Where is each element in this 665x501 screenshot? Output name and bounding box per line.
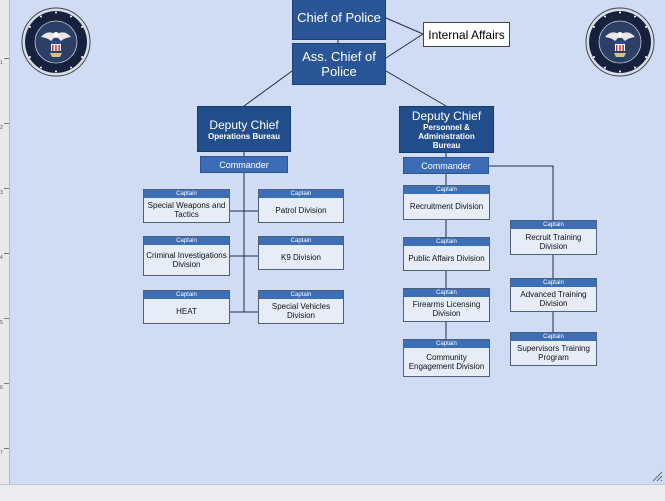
ruler-tick — [4, 383, 9, 384]
ruler-number: 3 — [0, 190, 3, 196]
unit-name: Community Engagement Division — [408, 353, 485, 371]
captain-header: Captain — [511, 333, 596, 341]
connector — [385, 17, 424, 35]
captain-header: Captain — [404, 289, 489, 297]
unit-name: Advanced Training Division — [520, 290, 587, 308]
ruler-tick — [4, 123, 9, 124]
unit-name: HEAT — [176, 306, 197, 316]
deputy-chief-personnel-bureau: Personnel & Administration Bureau — [418, 123, 475, 150]
internal-affairs-box[interactable]: Internal Affairs — [423, 22, 510, 47]
commander-personnel-label: Commander — [421, 160, 471, 171]
ruler-tick — [4, 318, 9, 319]
captain-header: Captain — [511, 221, 596, 229]
unit-name: Special Weapons and Tactics — [147, 201, 226, 219]
unit-special-weapons-and-tactics[interactable]: Captain Special Weapons and Tactics — [143, 189, 230, 223]
ruler-number: 7 — [0, 450, 3, 456]
ruler-tick — [4, 448, 9, 449]
captain-header: Captain — [144, 291, 229, 299]
unit-firearms-licensing-division[interactable]: Captain Firearms Licensing Division — [403, 288, 490, 322]
ruler-number: 2 — [0, 125, 3, 131]
vertical-ruler: 1 2 3 4 5 6 7 — [0, 0, 10, 484]
captain-header: Captain — [404, 186, 489, 194]
commander-personnel-box[interactable]: Commander — [403, 157, 489, 174]
unit-name: Criminal Investigations Division — [146, 251, 227, 269]
unit-name: Public Affairs Division — [408, 253, 485, 263]
assistant-chief-box[interactable]: Ass. Chief of Police — [292, 43, 386, 85]
unit-criminal-investigations-division[interactable]: Captain Criminal Investigations Division — [143, 236, 230, 276]
unit-public-affairs-division[interactable]: Captain Public Affairs Division — [403, 237, 490, 271]
captain-header: Captain — [404, 238, 489, 246]
captain-header: Captain — [404, 340, 489, 348]
bottom-scrollbar[interactable] — [0, 484, 665, 501]
unit-name: Patrol Division — [275, 205, 327, 215]
captain-header: Captain — [259, 190, 343, 198]
chief-of-police-label: Chief of Police — [297, 9, 381, 25]
captain-header: Captain — [144, 190, 229, 198]
connector — [385, 70, 447, 107]
unit-name: K9 Division — [280, 252, 321, 262]
connector — [243, 70, 293, 107]
connector — [385, 33, 424, 59]
ruler-tick — [4, 58, 9, 59]
unit-patrol-division[interactable]: Captain Patrol Division — [258, 189, 344, 223]
captain-header: Captain — [511, 279, 596, 287]
unit-community-engagement-division[interactable]: Captain Community Engagement Division — [403, 339, 490, 377]
deputy-chief-personnel-title: Deputy Chief — [411, 109, 482, 123]
unit-supervisors-training-program[interactable]: Captain Supervisors Training Program — [510, 332, 597, 366]
unit-name: Supervisors Training Program — [517, 344, 590, 362]
unit-name: Special Vehicles Division — [271, 302, 331, 320]
chief-of-police-box[interactable]: Chief of Police — [292, 0, 386, 40]
unit-recruitment-division[interactable]: Captain Recruitment Division — [403, 185, 490, 220]
ruler-number: 4 — [0, 255, 3, 261]
connector-lines — [230, 17, 554, 339]
unit-special-vehicles-division[interactable]: Captain Special Vehicles Division — [258, 290, 344, 324]
assistant-chief-label: Ass. Chief of Police — [302, 49, 376, 79]
police-seal-left-icon — [21, 7, 91, 77]
unit-k9-division[interactable]: Captain K9 Division — [258, 236, 344, 270]
unit-recruit-training-division[interactable]: Captain Recruit Training Division — [510, 220, 597, 255]
connector — [489, 165, 554, 220]
captain-header: Captain — [259, 237, 343, 245]
ruler-number: 5 — [0, 320, 3, 326]
internal-affairs-label: Internal Affairs — [428, 27, 505, 42]
unit-name: Recruit Training Division — [525, 232, 582, 251]
unit-name: Firearms Licensing Division — [412, 300, 481, 318]
captain-header: Captain — [144, 237, 229, 245]
ruler-number: 6 — [0, 385, 3, 391]
unit-name: Recruitment Division — [409, 202, 484, 211]
deputy-chief-operations-box[interactable]: Deputy Chief Operations Bureau — [197, 106, 291, 152]
police-seal-right-icon — [585, 7, 655, 77]
commander-operations-box[interactable]: Commander — [200, 156, 288, 173]
deputy-chief-operations-bureau: Operations Bureau — [207, 131, 280, 141]
connector — [243, 173, 258, 313]
ruler-tick — [4, 188, 9, 189]
deputy-chief-operations-title: Deputy Chief — [209, 117, 279, 132]
ruler-number: 1 — [0, 60, 3, 66]
deputy-chief-personnel-box[interactable]: Deputy Chief Personnel & Administration … — [399, 106, 494, 153]
unit-heat[interactable]: Captain HEAT — [143, 290, 230, 324]
resize-grip-icon[interactable] — [651, 470, 663, 482]
ruler-tick — [4, 253, 9, 254]
commander-operations-label: Commander — [219, 159, 269, 170]
captain-header: Captain — [259, 291, 343, 299]
unit-advanced-training-division[interactable]: Captain Advanced Training Division — [510, 278, 597, 312]
